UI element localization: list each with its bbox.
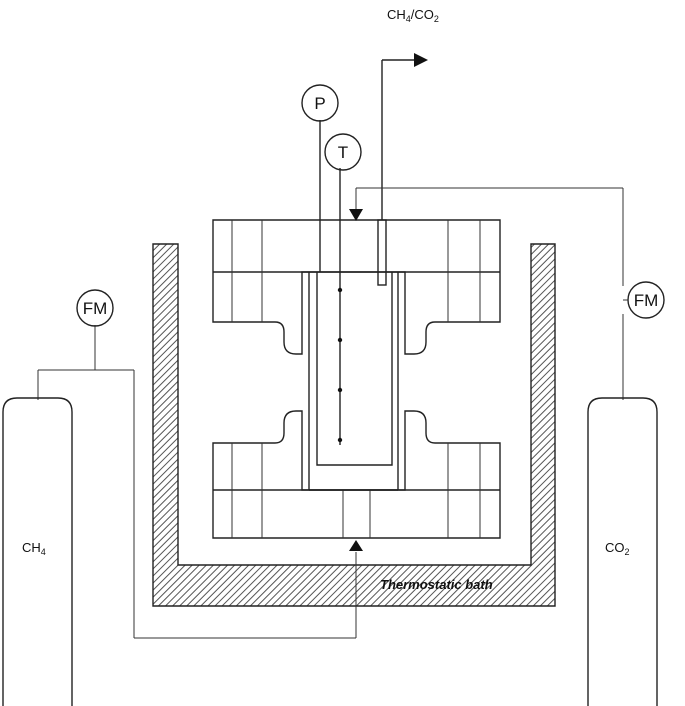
flowmeter-right: FM — [623, 281, 665, 319]
outlet-label: CH4/CO2 — [387, 7, 439, 24]
svg-text:T: T — [338, 143, 348, 162]
svg-text:P: P — [314, 94, 325, 113]
svg-text:FM: FM — [83, 299, 108, 318]
outlet-arrow-icon — [414, 53, 428, 67]
svg-text:CO2: CO2 — [605, 540, 630, 557]
reactor-cell — [308, 272, 399, 491]
thermostatic-bath — [152, 243, 556, 607]
ch4-cylinder: CH4 — [2, 397, 73, 706]
gas-outlet: CH4/CO2 — [377, 7, 439, 286]
co2-feed-line — [349, 187, 624, 400]
co2-inlet-arrow-icon — [349, 209, 363, 221]
lower-flange — [212, 410, 501, 539]
thermocouple-probe — [337, 168, 343, 445]
co2-cylinder: CO2 — [587, 397, 658, 706]
bath-label: Thermostatic bath — [380, 577, 493, 592]
svg-text:CH4: CH4 — [22, 540, 46, 557]
pressure-gauge: P — [301, 84, 339, 272]
ch4-inlet-arrow-icon — [349, 540, 363, 551]
upper-flange — [212, 219, 501, 355]
svg-text:FM: FM — [634, 291, 659, 310]
flowmeter-left: FM — [76, 289, 114, 327]
ch4-feed-line — [37, 325, 363, 639]
temperature-sensor: T — [324, 133, 362, 171]
